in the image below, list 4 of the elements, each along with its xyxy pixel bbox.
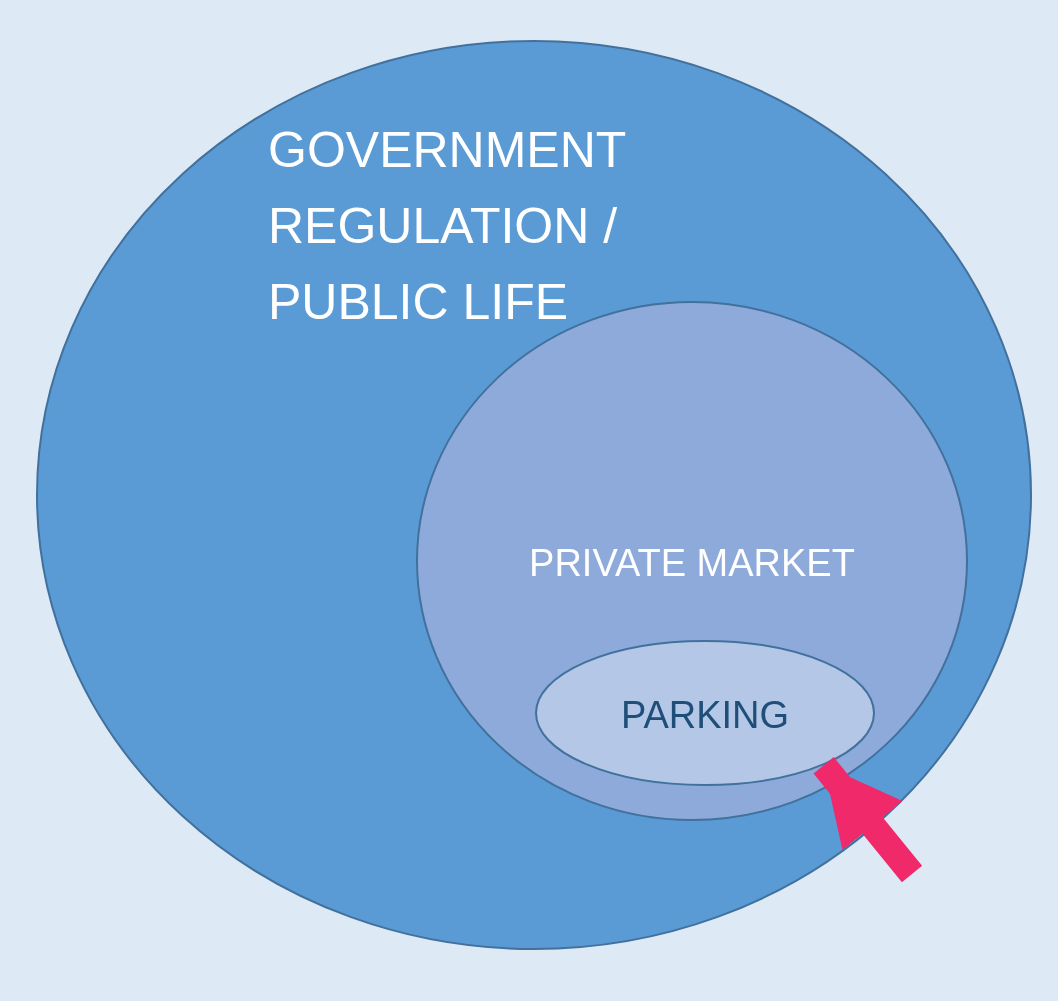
arrow — [813, 757, 923, 883]
ellipse-label: PARKING — [619, 693, 791, 738]
ellipse-label: GOVERNMENT REGULATION / PUBLIC LIFE — [268, 121, 627, 332]
ellipse-label: PRIVATE MARKET — [528, 541, 856, 586]
